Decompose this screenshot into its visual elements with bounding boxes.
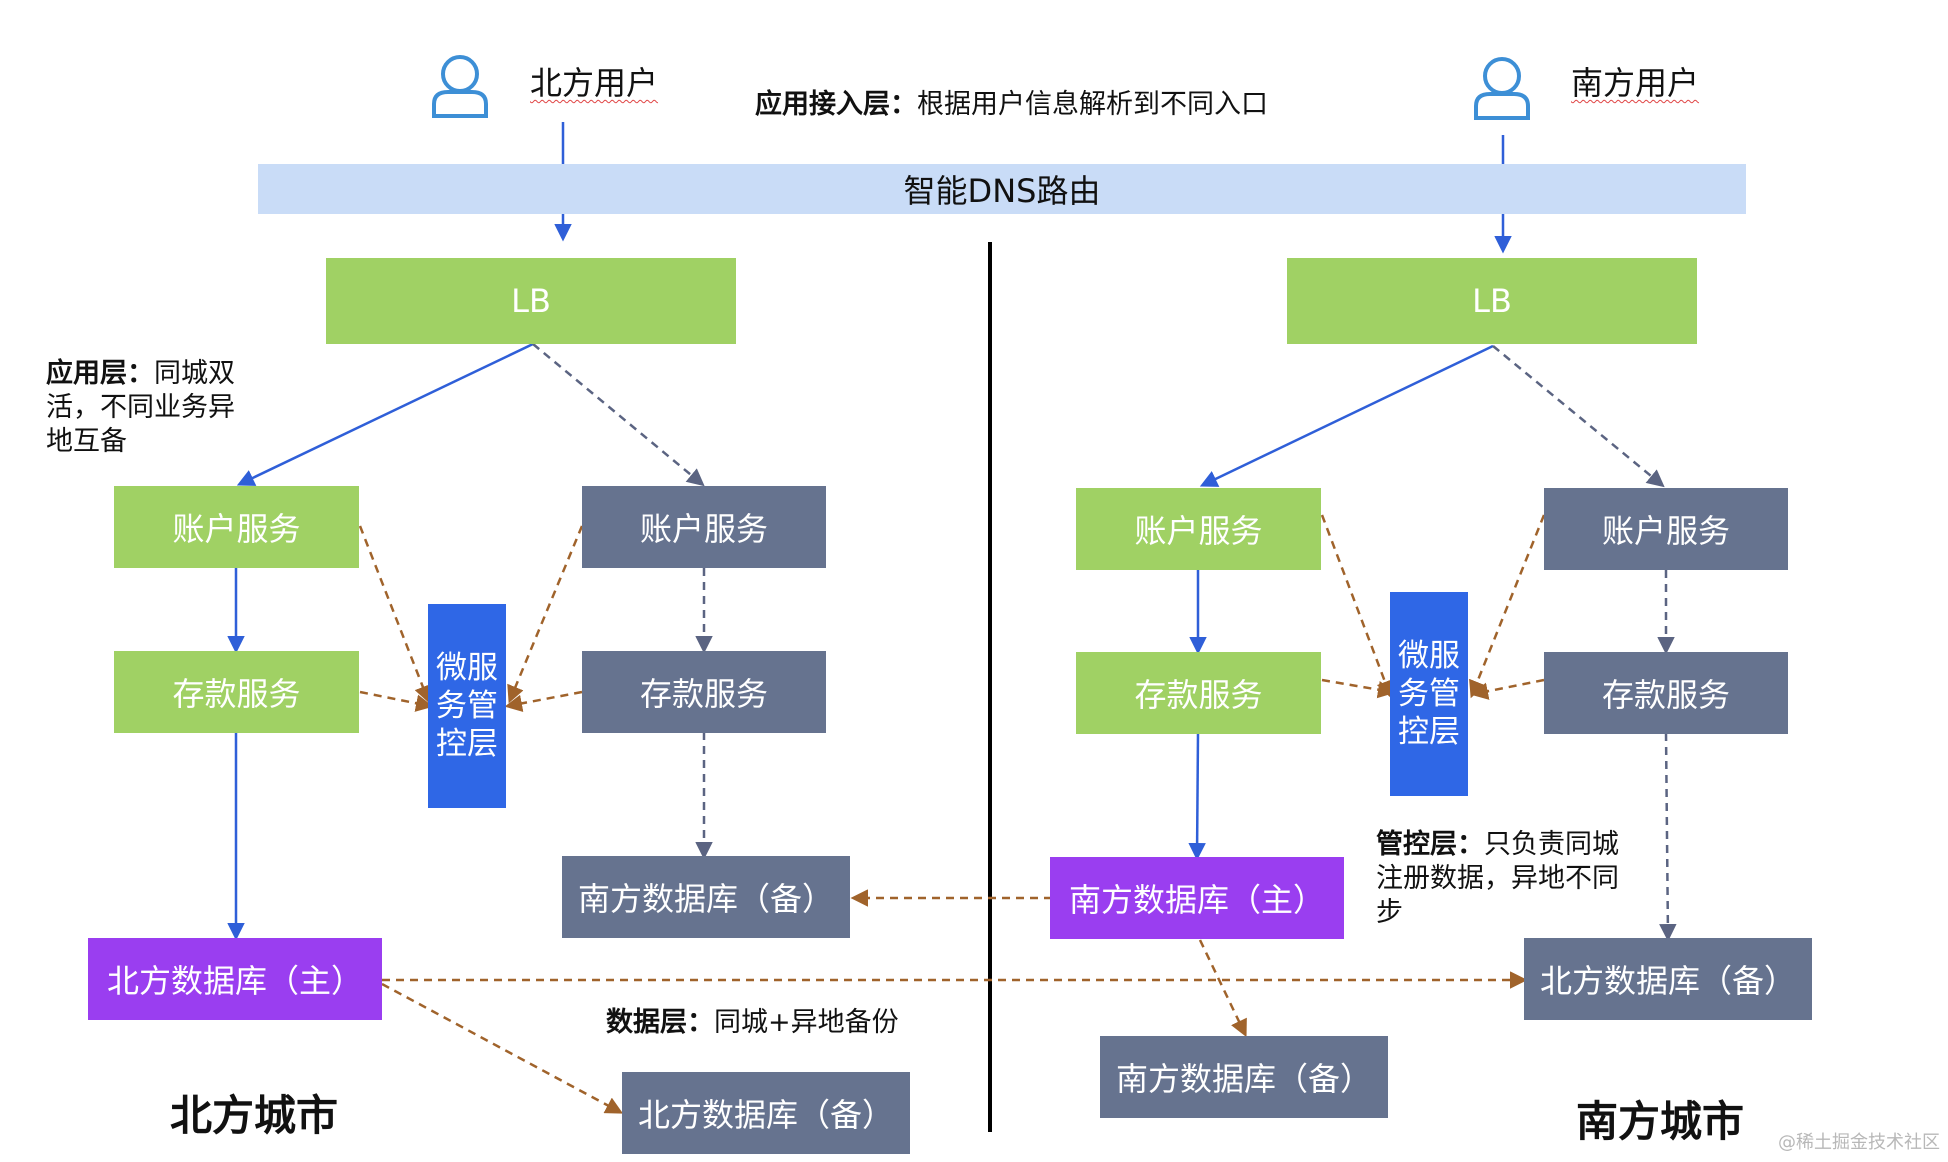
north-db-backup-local: 北方数据库（备）	[622, 1072, 910, 1154]
north-db-primary: 北方数据库（主）	[88, 938, 382, 1020]
north-account-service-backup: 账户服务	[582, 486, 826, 568]
north-city-title: 北方城市	[170, 1091, 339, 1140]
north-lb: LB	[326, 258, 736, 344]
north-reg-1	[358, 525, 432, 704]
south-deposit-service-primary: 存款服务	[1076, 652, 1321, 734]
south-microservice-control-layer: 微服务管控层	[1390, 592, 1468, 796]
north-account-service-primary: 账户服务	[114, 486, 359, 568]
south-user-label: 南方用户	[1571, 64, 1700, 102]
south-city-title: 南方城市	[1576, 1097, 1745, 1146]
watermark: @稀土掘金技术社区	[1778, 1132, 1940, 1153]
south-reg-1	[1320, 514, 1394, 699]
app-layer-text: 同城双活，不同业务异地互备	[46, 358, 235, 457]
south-reg-4	[1470, 678, 1545, 700]
south-db-primary: 南方数据库（主）	[1050, 857, 1344, 939]
south-deposit-service-backup: 存款服务	[1544, 652, 1788, 734]
south-reg-3	[1469, 514, 1546, 699]
control-layer-label: 管控层：	[1376, 829, 1484, 860]
app-layer-label: 应用层：	[46, 358, 154, 389]
south-lb-backup-arrow	[1492, 345, 1665, 488]
app-layer-note: 应用层：同城双活，不同业务异地互备	[46, 357, 258, 459]
north-deposit-service-backup: 存款服务	[582, 651, 826, 733]
south-deposit-to-db	[1188, 732, 1206, 861]
access-layer-text: 根据用户信息解析到不同入口	[917, 89, 1268, 120]
smart-dns-label: 智能DNS路由	[903, 172, 1101, 210]
access-layer-note: 应用接入层：根据用户信息解析到不同入口	[755, 88, 1268, 122]
south-backup-deposit-to-db	[1659, 732, 1677, 942]
smart-dns-band: 智能DNS路由	[258, 164, 1746, 214]
north-deposit-service-primary: 存款服务	[114, 651, 359, 733]
control-layer-text: 只负责同城注册数据，异地不同步	[1376, 829, 1619, 928]
data-layer-text: 同城+异地备份	[714, 1007, 899, 1038]
user-icon	[432, 55, 488, 118]
north-lb-backup-arrow	[532, 343, 705, 487]
access-layer-label: 应用接入层：	[755, 89, 917, 120]
north-reg-3	[507, 525, 584, 704]
south-lb: LB	[1287, 258, 1697, 344]
user-icon	[1474, 57, 1530, 120]
south-local-backup	[1198, 939, 1247, 1038]
south-account-service-backup: 账户服务	[1544, 488, 1788, 570]
north-reg-4	[504, 690, 583, 712]
north-reg-2	[359, 690, 434, 712]
north-local-backup	[381, 982, 624, 1114]
south-north-db-backup: 北方数据库（备）	[1524, 938, 1812, 1020]
south-account-service-primary: 账户服务	[1076, 488, 1321, 570]
data-layer-note: 数据层：同城+异地备份	[606, 1006, 899, 1040]
south-lb-primary-arrow	[1199, 344, 1494, 487]
north-microservice-control-layer: 微服务管控层	[428, 604, 506, 808]
south-db-backup-local: 南方数据库（备）	[1100, 1036, 1388, 1118]
south-reg-2	[1321, 678, 1396, 699]
north-user-label: 北方用户	[530, 64, 659, 102]
north-lb-primary-arrow	[236, 342, 534, 486]
north-south-db-backup: 南方数据库（备）	[562, 856, 850, 938]
control-layer-note: 管控层：只负责同城注册数据，异地不同步	[1376, 828, 1638, 930]
data-layer-label: 数据层：	[606, 1007, 714, 1038]
